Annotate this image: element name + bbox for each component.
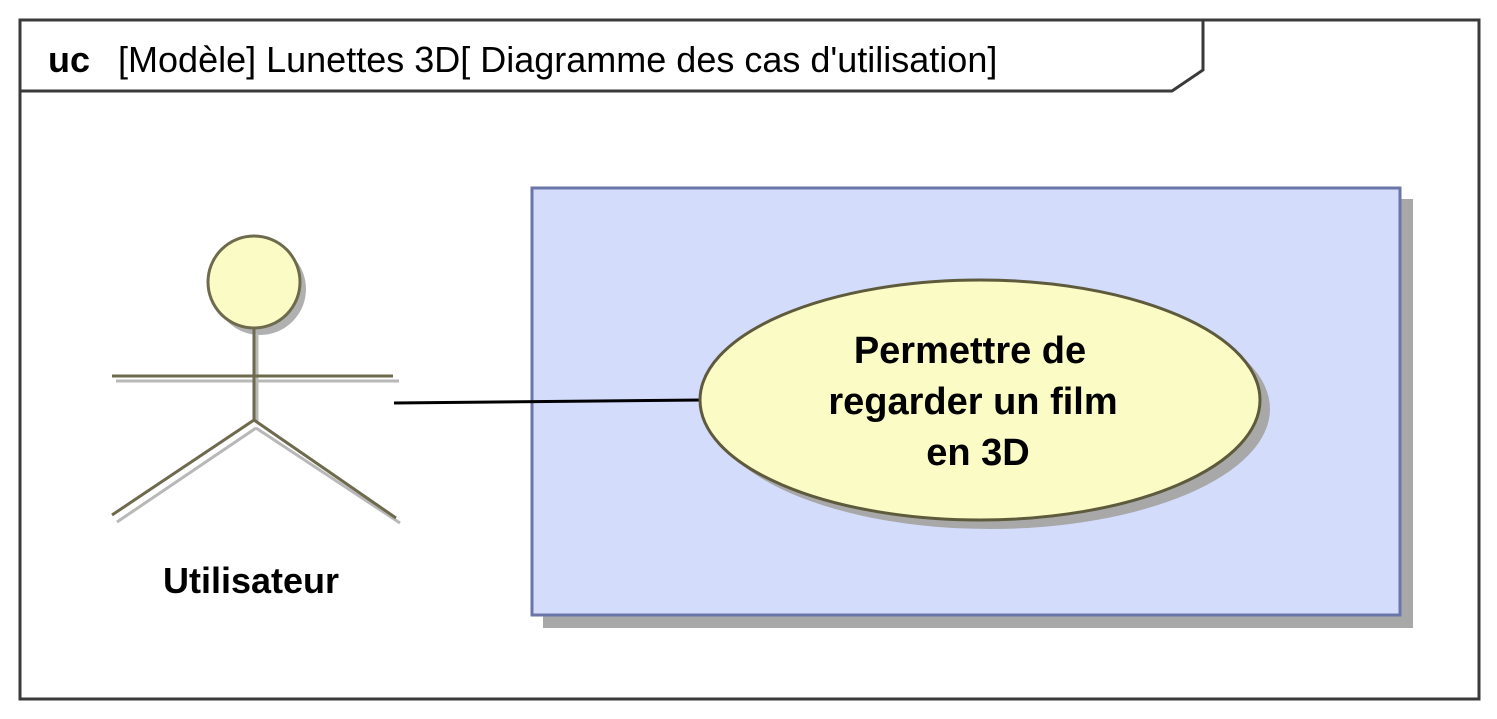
actor-utilisateur	[111, 234, 401, 525]
frame-name-tab	[18, 18, 1205, 93]
use-case-ellipse	[698, 278, 1262, 522]
use-case-line-1: Permettre de	[854, 330, 1086, 372]
actor-left-leg	[111, 418, 255, 517]
use-case-line-3: en 3D	[926, 432, 1029, 474]
use-case-line-2: regarder un film	[828, 381, 1117, 423]
actor-head	[206, 234, 302, 330]
actor-right-leg	[253, 418, 397, 520]
frame-kind: uc	[48, 39, 90, 80]
frame-label: uc [Modèle] Lunettes 3D[ Diagramme des c…	[48, 39, 997, 80]
actor-left-leg-shadow	[116, 426, 257, 524]
actor-right-leg-shadow	[255, 426, 401, 525]
frame-title: [Modèle] Lunettes 3D[ Diagramme des cas …	[118, 39, 997, 80]
association-line	[393, 398, 703, 405]
actor-name: Utilisateur	[163, 560, 339, 601]
